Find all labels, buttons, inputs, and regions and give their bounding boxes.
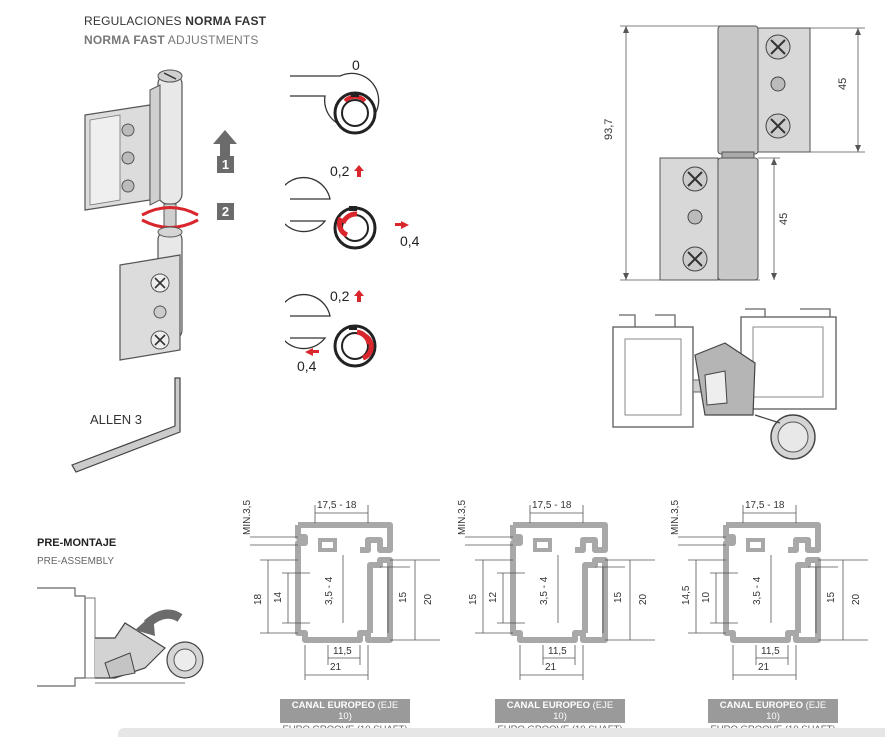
bottom-scroll-bar (118, 728, 885, 737)
dim-upper: 45 (837, 77, 849, 90)
dim-right-inner: 15 (826, 591, 837, 603)
adjustment-1 (285, 176, 409, 250)
title-es: REGULACIONES NORMA FAST (84, 14, 267, 28)
premontaje-title: PRE-MONTAJE (37, 537, 117, 549)
arrow-up-icon (354, 290, 364, 302)
dim-right-inner: 15 (398, 591, 409, 603)
profile-drawing (465, 505, 655, 680)
dim-bottom-inner: 11,5 (333, 646, 352, 657)
arrow-up-icon (354, 165, 364, 177)
up-arrow-icon (213, 130, 237, 156)
dim-min: MIN.3,5 (457, 499, 468, 535)
profile-drawing (250, 505, 440, 680)
step-1-badge: 1 (217, 156, 234, 173)
installed-section-drawing (612, 308, 837, 460)
canal-title: CANAL EUROPEO (EJE 10) (280, 699, 410, 723)
adjustment-2 (285, 293, 377, 368)
dim-lower: 45 (778, 212, 790, 225)
dim-right-inner: 15 (613, 591, 624, 603)
canal-title: CANAL EUROPEO (EJE 10) (708, 699, 838, 723)
dim-left-outer: 18 (253, 593, 264, 605)
adj1-top: 0,2 (330, 163, 350, 179)
dim-center: 3,5 - 4 (324, 576, 335, 605)
dim-left-outer: 15 (468, 593, 479, 605)
dim-right-outer: 20 (851, 593, 862, 605)
hinge-dimension-drawing (620, 25, 865, 281)
dim-left-inner: 12 (488, 591, 499, 603)
adjustment-0 (290, 72, 380, 135)
adj0-top: 0 (352, 57, 360, 73)
canal-title: CANAL EUROPEO (EJE 10) (495, 699, 625, 723)
dim-center: 3,5 - 4 (752, 576, 763, 605)
dim-min: MIN.3,5 (242, 499, 253, 535)
profile-drawing (678, 505, 868, 680)
adj2-top: 0,2 (330, 288, 350, 304)
dim-center: 3,5 - 4 (539, 576, 550, 605)
dim-total: 93,7 (603, 118, 615, 140)
title-en: NORMA FAST ADJUSTMENTS (84, 33, 259, 47)
adjustment-diagrams (285, 72, 409, 368)
dim-left-inner: 10 (701, 591, 712, 603)
adj1-side: 0,4 (400, 233, 420, 249)
premontaje-subtitle: PRE-ASSEMBLY (37, 556, 115, 567)
dim-bottom-outer: 21 (330, 662, 342, 673)
dim-width-top: 17,5 - 18 (532, 500, 572, 511)
dim-bottom-inner: 11,5 (761, 646, 780, 657)
dim-right-outer: 20 (423, 593, 434, 605)
step-2-badge: 2 (217, 203, 234, 220)
dim-width-top: 17,5 - 18 (317, 500, 357, 511)
dim-bottom-inner: 11,5 (548, 646, 567, 657)
dim-left-inner: 14 (273, 591, 284, 603)
adj2-side: 0,4 (297, 358, 317, 374)
dim-left-outer: 14,5 (681, 585, 692, 605)
allen-label: ALLEN 3 (90, 412, 143, 427)
dim-bottom-outer: 21 (545, 662, 557, 673)
dim-min: MIN.3,5 (670, 499, 681, 535)
dim-width-top: 17,5 - 18 (745, 500, 785, 511)
dim-right-outer: 20 (638, 593, 649, 605)
hinge-illustration (71, 69, 199, 473)
dim-bottom-outer: 21 (758, 662, 770, 673)
premontaje-drawing (37, 587, 204, 687)
